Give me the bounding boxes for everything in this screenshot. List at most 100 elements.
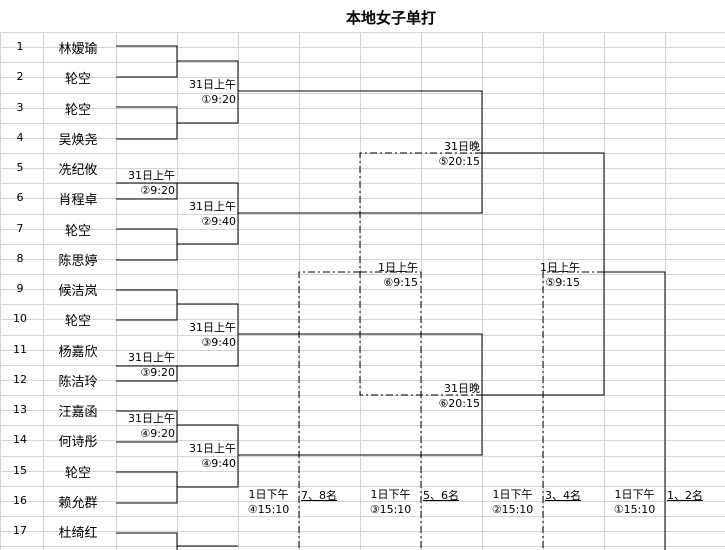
match-time: ①15:10 <box>613 503 656 516</box>
bracket-line <box>177 303 239 367</box>
seed-number: 2 <box>16 70 24 84</box>
seed-number: 10 <box>13 312 27 326</box>
seed-number: 13 <box>13 403 27 416</box>
seed-number: 4 <box>16 130 24 144</box>
match-r1-2: 31日上午 ②9:20 <box>119 168 175 198</box>
seed-number: 7 <box>16 221 24 235</box>
consolation-line <box>542 271 604 550</box>
player-name: 杜绮红 <box>58 526 98 541</box>
player-name: 陈洁玲 <box>58 374 98 390</box>
match-time: ④9:40 <box>201 457 236 470</box>
bracket-line <box>116 45 178 78</box>
bracket-line <box>177 424 239 488</box>
match-time: ⑥9:15 <box>383 276 418 289</box>
player-name: 轮空 <box>64 314 91 330</box>
match-time: ②15:10 <box>491 503 534 516</box>
match-time: ④9:20 <box>140 427 175 440</box>
match-day: 1日下午 <box>248 488 289 501</box>
bracket-line <box>116 228 178 261</box>
match-r3-bottom: 31日晚 ⑥20:15 <box>424 381 480 411</box>
seed-number: 3 <box>16 100 24 114</box>
match-r2-4: 31日上午 ④9:40 <box>180 441 236 471</box>
consolation-line <box>298 271 360 550</box>
seed-number: 16 <box>13 493 27 507</box>
match-day: 1日下午 <box>614 488 655 501</box>
player-name: 汪嘉函 <box>58 405 98 420</box>
match-time: ②9:40 <box>201 215 236 228</box>
seed-number: 8 <box>16 251 24 265</box>
match-time: ⑥20:15 <box>438 397 480 410</box>
seed-number: 11 <box>13 342 27 356</box>
match-time: ①9:20 <box>201 93 236 106</box>
match-r2-2: 31日上午 ②9:40 <box>180 199 236 229</box>
bracket-line <box>116 410 178 443</box>
match-time: ②9:20 <box>140 184 175 197</box>
match-day: 31日晚 <box>444 140 480 153</box>
match-r1-4: 31日上午 ④9:20 <box>119 411 175 441</box>
match-day: 31日上午 <box>128 412 175 425</box>
player-name: 赖允群 <box>58 495 98 511</box>
player-name: 轮空 <box>64 72 91 88</box>
player-name: 轮空 <box>64 223 91 239</box>
match-r2-3: 31日上午 ③9:40 <box>180 320 236 350</box>
player-name: 陈思婷 <box>58 253 98 269</box>
bracket-line <box>177 60 239 124</box>
player-name: 杨嘉欣 <box>58 344 98 360</box>
seed-number: 12 <box>13 372 27 386</box>
match-time: ③9:40 <box>201 336 236 349</box>
bracket-line <box>604 271 666 550</box>
match-r1-3: 31日上午 ③9:20 <box>119 350 175 380</box>
match-time: ⑤9:15 <box>545 276 580 289</box>
match-time: ④15:10 <box>247 503 290 516</box>
bracket-line <box>116 182 178 200</box>
match-day: 1日下午 <box>492 488 533 501</box>
placement-3-4-label: 3、4名 <box>545 489 581 502</box>
match-day: 31日上午 <box>128 169 175 182</box>
match-day: 31日上午 <box>189 200 236 213</box>
match-day: 31日上午 <box>189 78 236 91</box>
placement-7-8-label: 7、8名 <box>301 489 337 502</box>
player-name: 何诗彤 <box>58 435 98 451</box>
seed-number: 15 <box>13 463 27 477</box>
match-r2-1: 31日上午 ①9:20 <box>180 77 236 107</box>
seed-number: 6 <box>16 191 24 205</box>
placement-3-4-time: 1日下午 ②15:10 <box>484 487 541 517</box>
placement-5-6-time: 1日下午 ③15:10 <box>362 487 419 517</box>
player-name: 吴焕尧 <box>58 132 98 148</box>
player-name: 林嫒瑜 <box>58 42 98 57</box>
page-title: 本地女子单打 <box>346 9 437 27</box>
player-name: 冼纪攸 <box>58 163 98 178</box>
match-semifinal: 1日上午 ⑤9:15 <box>524 260 580 290</box>
match-day: 31日上午 <box>189 321 236 334</box>
bracket-line <box>116 289 178 321</box>
consolation-line <box>360 271 422 550</box>
match-day: 31日晚 <box>444 382 480 395</box>
match-consolation: 1日上午 ⑥9:15 <box>362 260 418 290</box>
seed-number: 1 <box>16 40 24 53</box>
seed-number: 14 <box>13 433 27 447</box>
bracket-line <box>116 532 178 550</box>
bracket-line <box>116 365 178 382</box>
seed-number: 9 <box>16 282 24 295</box>
placement-1-2-time: 1日下午 ①15:10 <box>606 487 663 517</box>
placement-7-8-time: 1日下午 ④15:10 <box>240 487 297 517</box>
match-time: ⑤20:15 <box>438 155 480 168</box>
player-name: 轮空 <box>64 465 91 481</box>
match-day: 1日上午 <box>540 261 580 274</box>
match-time: ③15:10 <box>369 503 412 516</box>
match-day: 31日上午 <box>189 442 236 455</box>
seed-number: 17 <box>13 524 27 537</box>
match-r3-top: 31日晚 ⑤20:15 <box>424 139 480 169</box>
placement-5-6-label: 5、6名 <box>423 489 459 502</box>
bracket-line <box>116 471 178 504</box>
bracket-line <box>116 106 178 140</box>
seed-number: 5 <box>16 161 24 174</box>
match-day: 31日上午 <box>128 351 175 364</box>
player-name: 轮空 <box>64 102 91 118</box>
match-time: ③9:20 <box>140 366 175 379</box>
placement-1-2-label: 1、2名 <box>667 489 703 502</box>
player-name: 候洁岚 <box>58 284 98 299</box>
match-day: 1日下午 <box>370 488 411 501</box>
match-day: 1日上午 <box>378 261 418 274</box>
